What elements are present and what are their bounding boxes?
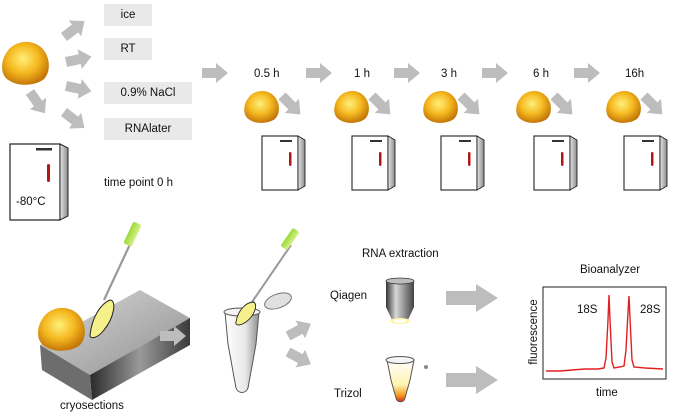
trizol-tube (385, 356, 428, 403)
trizol-label: Trizol (334, 388, 362, 400)
condition-label-rnalater: RNAlater (124, 123, 172, 135)
section-brush (89, 222, 141, 339)
condition-box-rnalater: RNAlater (104, 118, 192, 140)
time-point-16h (606, 88, 670, 191)
time-arrow-1 (306, 63, 332, 83)
arrow-to-trizol (283, 343, 316, 374)
sample-tube (223, 228, 299, 393)
arrow-qiagen-to-bioanalyzer (446, 284, 498, 312)
peak-label-28s: 28S (640, 304, 661, 316)
freezer-temperature-label: -80°C (16, 196, 46, 208)
arrow-to-qiagen (283, 314, 316, 345)
time-arrow-3 (482, 63, 508, 83)
plot-xlabel: time (596, 387, 618, 399)
bioanalyzer-title: Bioanalyzer (580, 264, 641, 276)
time-point-6h (516, 88, 580, 191)
time-label-3h: 3 h (441, 68, 457, 80)
plot-ylabel: fluorescence (528, 299, 540, 365)
condition-box-ice: ice (104, 4, 152, 26)
arrow-trizol-to-bioanalyzer (446, 366, 498, 394)
condition-box-nacl: 0.9% NaCl (104, 82, 192, 104)
time-arrow-4 (574, 63, 600, 83)
time-label-16h: 16h (625, 68, 645, 80)
time-point-1h (334, 88, 398, 191)
freezer-initial (9, 143, 69, 221)
time-point-0-5h (244, 88, 308, 191)
condition-label-nacl: 0.9% NaCl (120, 87, 176, 99)
bioanalyzer-plot (542, 286, 667, 380)
qiagen-label: Qiagen (330, 290, 368, 302)
time-arrow-2 (394, 63, 420, 83)
time-label-0-5h: 0.5 h (254, 68, 280, 80)
peak-label-18s: 18S (577, 304, 598, 316)
cryostat-tissue (38, 307, 85, 351)
arrow-to-time-series (202, 63, 228, 83)
time-point-3h (423, 88, 487, 191)
cryosections-label: cryosections (60, 400, 124, 412)
electropherogram-trace (546, 294, 664, 372)
condition-label-ice: ice (120, 9, 136, 21)
condition-label-rt: RT (120, 43, 136, 55)
tissue-sample-initial (2, 41, 49, 85)
rna-extraction-label: RNA extraction (362, 248, 439, 260)
time-label-1h: 1 h (354, 68, 370, 80)
qiagen-column (385, 277, 415, 324)
initial-time-point-label: time point 0 h (104, 177, 174, 189)
time-label-6h: 6 h (533, 68, 549, 80)
condition-box-rt: RT (104, 38, 152, 60)
